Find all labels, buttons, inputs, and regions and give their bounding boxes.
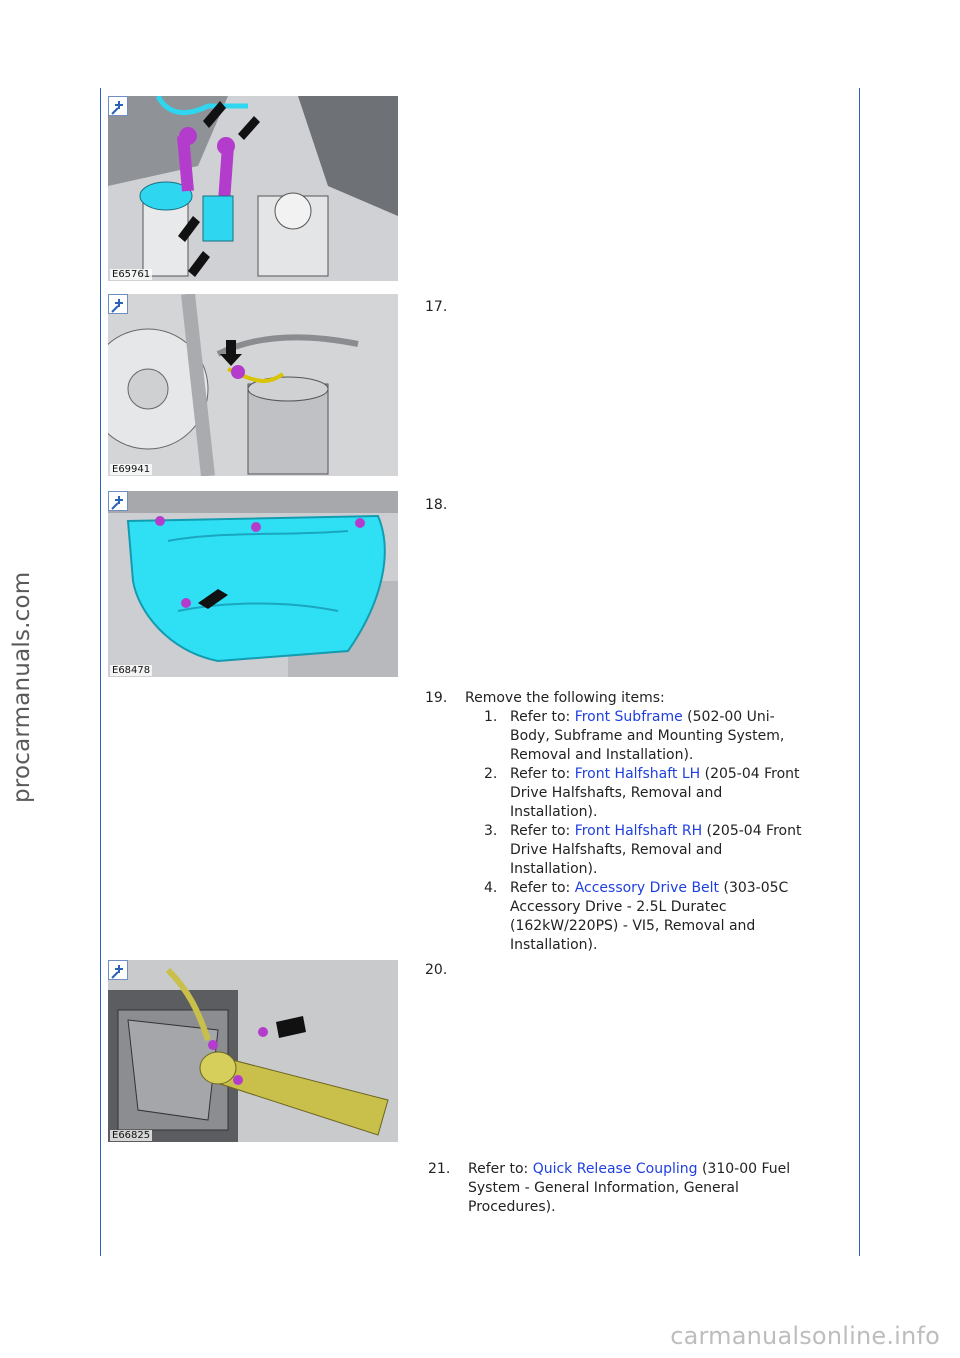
figure-e65761-illustration	[108, 96, 398, 281]
link-accessory-drive-belt[interactable]: Accessory Drive Belt	[574, 880, 720, 896]
list-item: 2. Refer to: Front Halfshaft LH (205-04 …	[462, 765, 855, 822]
zoom-in-icon[interactable]	[108, 96, 128, 116]
reference-text: Procedures).	[468, 1199, 556, 1215]
step-19-heading: 19. Remove the following items:	[425, 689, 855, 708]
figure-e66825-illustration	[108, 960, 398, 1142]
zoom-in-icon[interactable]	[108, 491, 128, 511]
figure-e69941-illustration	[108, 294, 398, 476]
refer-prefix: Refer to:	[510, 823, 575, 839]
reference-text: Installation).	[510, 937, 598, 953]
reference-text: (502-00 Uni-	[682, 709, 775, 725]
right-margin-rule	[859, 88, 860, 1256]
list-item: 1. Refer to: Front Subframe (502-00 Uni-…	[462, 708, 855, 765]
refer-prefix: Refer to:	[510, 880, 575, 896]
figure-id: E66825	[110, 1130, 153, 1141]
refer-prefix: Refer to:	[468, 1161, 533, 1177]
reference-text: (303-05C	[719, 880, 789, 896]
refer-prefix: Refer to:	[510, 709, 575, 725]
figure-id: E69941	[110, 464, 153, 475]
figure-e69941[interactable]: E69941	[108, 294, 398, 476]
figure-e68478[interactable]: E68478	[108, 491, 398, 677]
step-18-number: 18.	[425, 497, 448, 513]
link-quick-release-coupling[interactable]: Quick Release Coupling	[532, 1161, 698, 1177]
step-19-number: 19.	[425, 690, 448, 706]
figure-e66825[interactable]: E66825	[108, 960, 398, 1142]
side-watermark-text: procarmanuals.com	[9, 571, 35, 803]
link-front-subframe[interactable]: Front Subframe	[574, 709, 683, 725]
step-19-list: 1. Refer to: Front Subframe (502-00 Uni-…	[462, 708, 855, 955]
list-item: 3. Refer to: Front Halfshaft RH (205-04 …	[462, 822, 855, 879]
list-item-number: 1.	[484, 709, 498, 725]
figure-e68478-illustration	[108, 491, 398, 677]
link-front-halfshaft-rh[interactable]: Front Halfshaft RH	[574, 823, 703, 839]
step-21: 21. Refer to: Quick Release Coupling (31…	[428, 1160, 848, 1217]
list-item: 4. Refer to: Accessory Drive Belt (303-0…	[462, 879, 855, 955]
step-21-body: 21. Refer to: Quick Release Coupling (31…	[428, 1160, 848, 1217]
step-17-number: 17.	[425, 299, 448, 315]
reference-text: System - General Information, General	[468, 1180, 739, 1196]
reference-text: (162kW/220PS) - VI5, Removal and	[510, 918, 756, 934]
link-front-halfshaft-lh[interactable]: Front Halfshaft LH	[574, 766, 701, 782]
list-item-number: 3.	[484, 823, 498, 839]
step-19: 19. Remove the following items: 1. Refer…	[425, 689, 855, 955]
list-item-number: 2.	[484, 766, 498, 782]
reference-text: Installation).	[510, 804, 598, 820]
reference-text: Accessory Drive - 2.5L Duratec	[510, 899, 727, 915]
reference-text: Drive Halfshafts, Removal and	[510, 785, 723, 801]
reference-text: Drive Halfshafts, Removal and	[510, 842, 723, 858]
figure-id: E68478	[110, 665, 153, 676]
step-21-number: 21.	[428, 1161, 451, 1177]
zoom-in-icon[interactable]	[108, 960, 128, 980]
zoom-in-icon[interactable]	[108, 294, 128, 314]
figure-id: E65761	[110, 269, 153, 280]
left-margin-rule	[100, 88, 101, 1256]
refer-prefix: Refer to:	[510, 766, 575, 782]
step-20-number: 20.	[425, 962, 448, 978]
bottom-watermark: carmanualsonline.info	[670, 1322, 940, 1350]
figure-e65761[interactable]: E65761	[108, 96, 398, 281]
list-item-number: 4.	[484, 880, 498, 896]
side-watermark: procarmanuals.com	[0, 0, 40, 803]
step-19-text: Remove the following items:	[465, 690, 665, 706]
reference-text: Removal and Installation).	[510, 747, 694, 763]
reference-text: (205-04 Front	[702, 823, 802, 839]
reference-text: (205-04 Front	[700, 766, 800, 782]
reference-text: Installation).	[510, 861, 598, 877]
reference-text: (310-00 Fuel	[697, 1161, 791, 1177]
reference-text: Body, Subframe and Mounting System,	[510, 728, 785, 744]
